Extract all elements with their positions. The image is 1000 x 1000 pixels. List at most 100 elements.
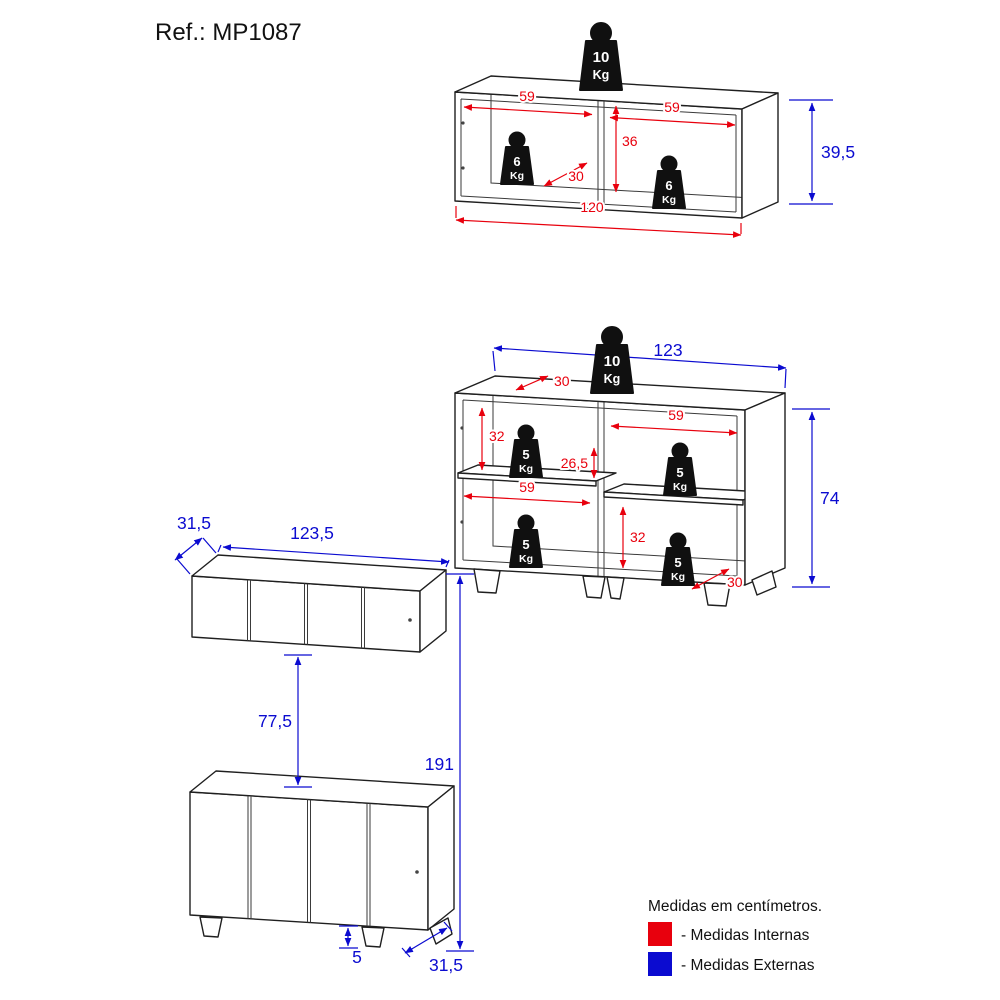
dim-label: 120 — [580, 199, 604, 215]
dim-wall-outer-height: 39,5 — [789, 99, 857, 205]
closed-lower-side-face — [427, 785, 455, 931]
weight-knob — [671, 442, 689, 460]
weight-body — [500, 146, 534, 185]
dim-label: 26,5 — [561, 455, 588, 471]
dim-label: 59 — [664, 99, 680, 115]
weight-body — [509, 439, 543, 478]
weight-unit: Kg — [519, 553, 533, 565]
closed-wall-cabinet-drawing — [191, 554, 447, 653]
legend-external-label: - Medidas Externas — [681, 957, 815, 974]
pin-hole — [461, 121, 465, 125]
weight-body — [579, 40, 623, 91]
weight-unit: Kg — [604, 372, 621, 386]
external-color-swatch — [648, 952, 672, 976]
weight-unit: Kg — [510, 170, 524, 182]
dim-label: 36 — [622, 133, 638, 149]
dim-label: 30 — [554, 373, 570, 389]
base-cabinet-side-face — [744, 392, 786, 586]
pin-hole — [460, 426, 464, 430]
weight-unit: Kg — [671, 571, 685, 583]
closed-upper-door-seams — [247, 579, 365, 649]
weight-value: 5 — [522, 537, 529, 552]
weight-6kg-right: 6 Kg — [652, 155, 686, 209]
reference-code: Ref.: MP1087 — [155, 19, 302, 46]
dim-closed-width: 123,5 — [217, 521, 450, 568]
dim-total-height: 191 — [423, 573, 474, 952]
dim-label: 74 — [820, 488, 840, 508]
dim-label: 59 — [668, 407, 684, 423]
dim-closed-top-depth: 31,5 — [174, 511, 217, 575]
closed-upper-side-face — [419, 569, 447, 653]
wall-cabinet-side-face — [741, 92, 779, 219]
dim-wall-inner-height: 36 — [612, 105, 640, 193]
dim-label: 31,5 — [177, 513, 211, 533]
dim-label: 39,5 — [821, 142, 855, 162]
dim-base-top-depth: 30 — [515, 371, 572, 391]
pin-hole — [460, 520, 464, 524]
weight-value: 5 — [674, 555, 681, 570]
weight-value: 5 — [522, 447, 529, 462]
weight-body — [509, 529, 543, 568]
internal-color-swatch — [648, 922, 672, 946]
left-shelf-edge — [457, 472, 597, 487]
weight-knob — [517, 424, 535, 442]
dim-wall-gap: 77,5 — [256, 654, 312, 788]
weight-value: 10 — [604, 353, 621, 370]
base-cabinet-panel-lines — [462, 399, 738, 577]
weight-value: 10 — [593, 49, 610, 66]
weight-unit: Kg — [662, 194, 676, 206]
dim-label: 77,5 — [258, 711, 292, 731]
dim-label: 123,5 — [290, 523, 334, 543]
weight-unit: Kg — [673, 481, 687, 493]
dim-base-outer-height: 74 — [792, 408, 842, 588]
weight-10kg-base: 10 Kg — [590, 326, 634, 394]
dim-label: 31,5 — [429, 955, 463, 975]
weight-5kg-lower-left: 5 Kg — [509, 514, 543, 568]
weight-5kg-upper-left: 5 Kg — [509, 424, 543, 478]
right-shelf-edge — [603, 491, 744, 506]
dim-base-shelf-gap: 26,5 — [559, 447, 598, 479]
dim-label: 30 — [568, 168, 584, 184]
weight-value: 5 — [676, 465, 683, 480]
closed-lower-front-face — [189, 791, 429, 931]
dim-wall-inner-width-left: 59 — [463, 86, 593, 118]
closed-lower-door-seams — [247, 795, 371, 927]
legend-title: Medidas em centímetros. — [648, 898, 822, 915]
dim-label: 5 — [352, 947, 362, 967]
dim-closed-bottom-depth: 31,5 — [401, 921, 465, 977]
dim-label: 191 — [425, 754, 454, 774]
dim-base-bottom-depth: 30 — [691, 568, 745, 592]
weight-unit: Kg — [593, 68, 610, 82]
weight-knob — [669, 532, 687, 550]
dim-label: 123 — [653, 340, 682, 360]
dim-label: 59 — [519, 88, 535, 104]
dim-wall-inner-depth: 30 — [543, 162, 588, 187]
weight-knob — [508, 131, 526, 149]
dim-foot-height: 5 — [339, 925, 364, 969]
weight-5kg-lower-right: 5 Kg — [661, 532, 695, 586]
dim-wall-outer-width: 120 — [455, 197, 742, 238]
dim-label: 59 — [519, 479, 535, 495]
weight-body — [652, 170, 686, 209]
weight-body — [663, 457, 697, 496]
weight-6kg-left: 6 Kg — [500, 131, 534, 185]
legend-internal-label: - Medidas Internas — [681, 927, 810, 944]
dim-base-lower-left-width: 59 — [463, 477, 591, 506]
weight-5kg-upper-right: 5 Kg — [663, 442, 697, 496]
dim-label: 30 — [727, 574, 743, 590]
weight-knob — [660, 155, 678, 173]
closed-base-cabinet-drawing — [189, 770, 455, 948]
legend: Medidas em centímetros. - Medidas Intern… — [648, 898, 822, 976]
dim-label: 32 — [630, 529, 646, 545]
dim-label: 32 — [489, 428, 505, 444]
dim-wall-inner-width-right: 59 — [609, 97, 736, 128]
keyhole-dot — [408, 618, 412, 622]
weight-unit: Kg — [519, 463, 533, 475]
dim-base-lower-right-height: 32 — [619, 506, 648, 569]
keyhole-dot — [415, 870, 419, 874]
weight-value: 6 — [665, 178, 672, 193]
weight-body — [590, 344, 634, 394]
weight-10kg-wall: 10 Kg — [579, 22, 623, 91]
